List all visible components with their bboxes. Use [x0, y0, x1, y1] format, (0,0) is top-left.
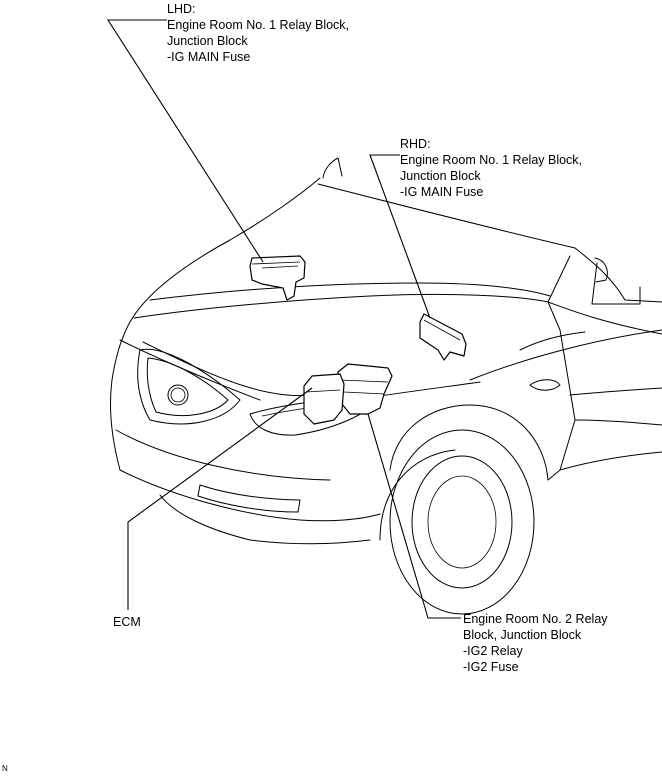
er2-leader-line — [367, 413, 461, 619]
lhd-relay-block-shape — [249, 255, 306, 301]
rhd-callout-label: RHD: Engine Room No. 1 Relay Block, Junc… — [400, 136, 582, 200]
rhd-line-2: Junction Block — [400, 169, 481, 183]
er2-line-3: -IG2 Relay — [463, 644, 523, 658]
er2-line-2: Block, Junction Block — [463, 628, 582, 642]
ecm-text: ECM — [113, 615, 141, 629]
figure-code: N — [2, 764, 8, 773]
car-outline — [109, 157, 662, 615]
lhd-leader-line — [106, 19, 264, 263]
ecm-leader-line — [127, 387, 313, 610]
rhd-leader-line — [369, 154, 431, 319]
er2-callout-label: Engine Room No. 2 Relay Block, Junction … — [463, 611, 608, 675]
rhd-relay-block-shape — [419, 313, 467, 361]
er2-line-1: Engine Room No. 2 Relay — [463, 612, 608, 626]
leader-lines — [106, 19, 461, 619]
er2-line-4: -IG2 Fuse — [463, 660, 519, 674]
ecm-callout-label: ECM — [113, 614, 141, 630]
rhd-line-3: -IG MAIN Fuse — [400, 185, 484, 199]
lhd-callout-label: LHD: Engine Room No. 1 Relay Block, Junc… — [167, 1, 349, 65]
rhd-line-1: Engine Room No. 1 Relay Block, — [400, 153, 583, 167]
rhd-heading: RHD: — [400, 137, 431, 151]
er2-relay-block-shape — [337, 363, 393, 415]
lhd-heading: LHD: — [167, 2, 196, 16]
lhd-line-2: Junction Block — [167, 34, 248, 48]
lhd-line-3: -IG MAIN Fuse — [167, 50, 251, 64]
ecm-shape — [303, 373, 345, 425]
lhd-line-1: Engine Room No. 1 Relay Block, — [167, 18, 350, 32]
